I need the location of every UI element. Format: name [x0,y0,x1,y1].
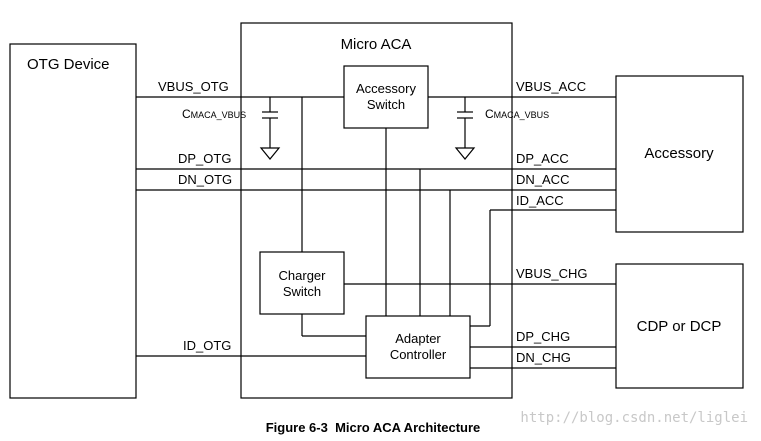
dn-acc-label: DN_ACC [516,172,569,187]
accessory-switch-box [343,65,429,129]
micro-aca-title: Micro ACA [341,36,412,53]
cdp-dcp-box [615,263,744,389]
charger-switch-label-line1: Charger [279,268,327,283]
right-cap-label: CMACA_VBUS [485,107,549,121]
adapter-controller-label-line2: Controller [390,347,447,362]
dn-otg-label: DN_OTG [178,172,232,187]
adapter-controller-label-line1: Adapter [395,331,441,346]
accessory-switch-label-line1: Accessory [356,81,416,96]
adapter-controller-box [365,315,471,379]
vbus-acc-label: VBUS_ACC [516,79,586,94]
otg-device-box [9,43,137,399]
vbus-otg-label: VBUS_OTG [158,79,229,94]
right-ground-icon [454,147,476,160]
charger-switch-box [259,251,345,315]
id-otg-label: ID_OTG [183,338,231,353]
vbus-chg-label: VBUS_CHG [516,266,588,281]
figure-caption: Figure 6-3 Micro ACA Architecture [266,420,481,435]
left-ground-icon [259,147,281,160]
cdp-dcp-label: CDP or DCP [637,318,722,335]
dp-chg-label: DP_CHG [516,329,570,344]
dp-acc-label: DP_ACC [516,151,569,166]
dn-chg-label: DN_CHG [516,350,571,365]
id-acc-label: ID_ACC [516,193,564,208]
charger-switch-label-line2: Switch [283,284,321,299]
accessory-switch-label-line2: Switch [367,97,405,112]
watermark-text: http://blog.csdn.net/liglei [520,410,748,426]
accessory-label: Accessory [644,145,714,162]
accessory-box [615,75,744,233]
otg-device-label: OTG Device [27,56,110,73]
left-cap-label: CMACA_VBUS [182,107,246,121]
dp-otg-label: DP_OTG [178,151,231,166]
